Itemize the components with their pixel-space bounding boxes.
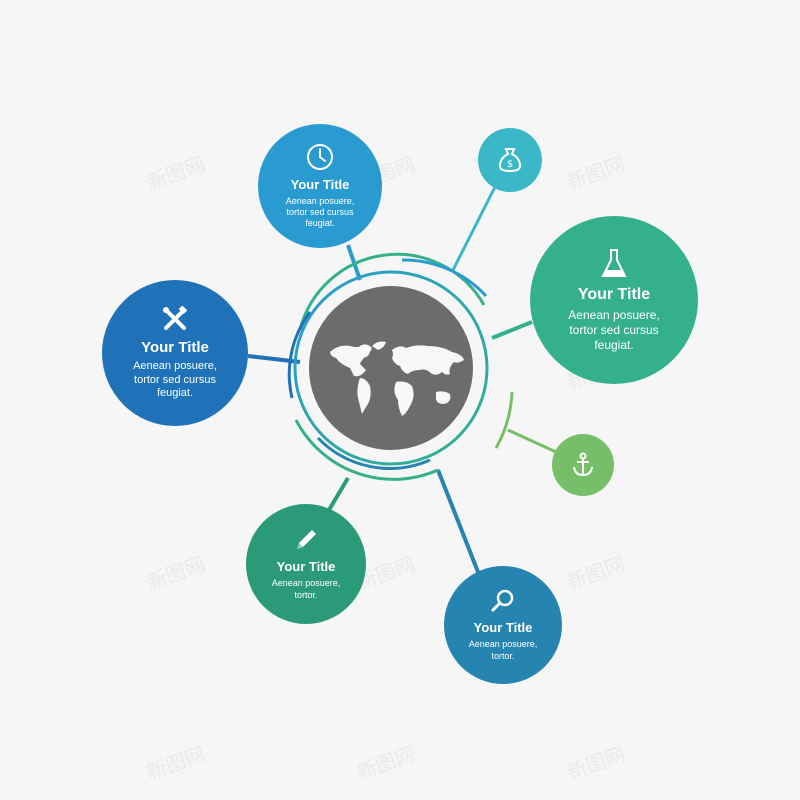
- outer-ring: [293, 270, 489, 466]
- node-body: Aenean posuere, tortor sed cursus feugia…: [286, 196, 355, 230]
- ring-arc-right: [494, 391, 514, 449]
- node-title: Your Title: [276, 559, 336, 575]
- node-body: Aenean posuere, tortor.: [469, 639, 538, 662]
- anchor-icon: [571, 452, 595, 478]
- search-icon: [490, 588, 516, 614]
- node-body: Aenean posuere, tortor sed cursus feugia…: [568, 308, 659, 353]
- tools-icon: [161, 305, 189, 333]
- body-line: tortor sed cursus: [134, 373, 216, 386]
- body-line: tortor.: [491, 650, 515, 661]
- watermark: 新图网: [144, 552, 209, 595]
- watermark: 新图网: [144, 152, 209, 195]
- connector-money: [450, 184, 498, 273]
- body-line: tortor sed cursus: [286, 206, 354, 217]
- node-title: Your Title: [290, 176, 350, 192]
- node-title: Your Title: [141, 338, 209, 356]
- watermark: 新图网: [564, 742, 629, 785]
- body-line: Aenean posuere,: [133, 359, 217, 372]
- ring-arc-top-outer: [401, 258, 488, 298]
- node-top: Your Title Aenean posuere, tortor sed cu…: [258, 124, 382, 248]
- pencil-icon: [293, 527, 319, 553]
- watermark: 新图网: [564, 152, 629, 195]
- body-line: feugiat.: [594, 337, 634, 352]
- body-line: tortor sed cursus: [569, 322, 659, 337]
- watermark: 新图网: [144, 742, 209, 785]
- node-title: Your Title: [577, 285, 651, 303]
- body-line: Aenean posuere,: [271, 578, 341, 589]
- node-right: Your Title Aenean posuere, tortor sed cu…: [530, 216, 698, 384]
- node-left: Your Title Aenean posuere, tortor sed cu…: [102, 280, 248, 426]
- ring-arc-bottom-inner: [316, 436, 431, 470]
- body-line: feugiat.: [305, 218, 335, 229]
- clock-icon: [306, 143, 334, 171]
- node-title: Your Title: [473, 620, 533, 636]
- node-bottom-right: Your Title Aenean posuere, tortor.: [444, 566, 562, 684]
- node-money: $: [478, 128, 542, 192]
- body-line: Aenean posuere,: [568, 307, 660, 322]
- watermark: 新图网: [354, 742, 419, 785]
- flask-icon: [601, 248, 627, 280]
- connector-anchor: [507, 428, 557, 454]
- ring-arc-bottom: [294, 419, 439, 481]
- svg-text:$: $: [507, 159, 513, 170]
- hub-circle: [309, 286, 473, 450]
- connector-right: [491, 320, 533, 340]
- node-body: Aenean posuere, tortor sed cursus feugia…: [133, 360, 217, 401]
- money-bag-icon: $: [498, 147, 522, 173]
- body-line: feugiat.: [156, 387, 194, 400]
- body-line: Aenean posuere,: [468, 639, 538, 650]
- ring-arc-left: [287, 311, 312, 399]
- world-map-icon: [330, 341, 464, 416]
- node-bottom-left: Your Title Aenean posuere, tortor.: [246, 504, 366, 624]
- node-body: Aenean posuere, tortor.: [272, 578, 341, 601]
- watermark: 新图网: [564, 552, 629, 595]
- node-anchor: [552, 434, 614, 496]
- body-line: Aenean posuere,: [285, 195, 355, 206]
- ring-arc-top: [298, 252, 486, 331]
- connector-bottom-right: [436, 469, 480, 573]
- body-line: tortor.: [294, 589, 318, 600]
